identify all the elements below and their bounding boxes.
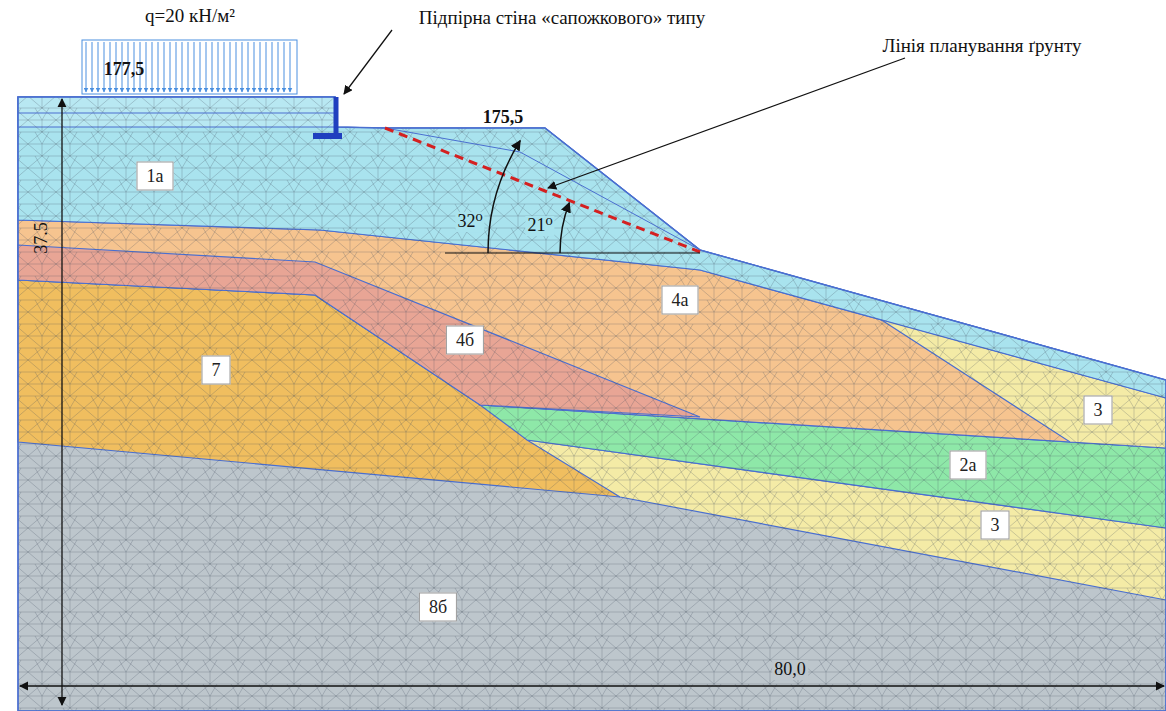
soil-code: 3 — [991, 515, 1000, 535]
planning-line — [385, 128, 700, 252]
soil-label-box: 2а — [950, 451, 987, 480]
angle-value: 21⁰ — [525, 216, 554, 236]
load-arrow — [254, 42, 255, 92]
soil-label-box: 4б — [446, 326, 484, 355]
soil-code: 3 — [1094, 400, 1103, 420]
load-arrow — [224, 42, 225, 92]
dimension-line — [61, 99, 62, 705]
load-arrow — [152, 42, 153, 92]
load-arrow — [290, 42, 291, 92]
elevation: 177,5 — [104, 60, 145, 80]
angle-arc — [488, 141, 520, 253]
soil-code: 1а — [147, 166, 164, 186]
soil-label-box: 4а — [662, 286, 699, 315]
callout-text: Лінія планування ґрунту — [883, 36, 1082, 57]
dimension-line — [20, 685, 1164, 686]
angle-base-line — [445, 253, 700, 254]
load-arrow — [86, 42, 87, 92]
load-arrow — [92, 42, 93, 92]
dimension-value: 80,0 — [772, 660, 808, 680]
load-arrow — [284, 42, 285, 92]
load-arrow — [182, 42, 183, 92]
soil-label-box: 3 — [1084, 396, 1113, 425]
load-arrow — [194, 42, 195, 92]
soil-code: 8б — [429, 597, 447, 617]
load-arrow — [98, 42, 99, 92]
soil-label-box: 7 — [202, 356, 231, 385]
elevation: 175,5 — [483, 108, 524, 128]
load-arrow — [176, 42, 177, 92]
load-arrow — [272, 42, 273, 92]
soil-code: 2а — [960, 455, 977, 475]
load-area — [82, 40, 297, 94]
angle-value: 32⁰ — [455, 212, 484, 232]
load-arrow — [236, 42, 237, 92]
leader-line — [344, 30, 392, 94]
load-arrow — [164, 42, 165, 92]
soil-code: 4а — [672, 290, 689, 310]
retaining-wall-base — [313, 133, 342, 139]
leader-line — [548, 58, 905, 188]
retaining-wall — [334, 97, 339, 136]
soil-code: 7 — [212, 360, 221, 380]
soil-label-box: 8б — [419, 593, 457, 622]
load-arrow — [242, 42, 243, 92]
load-arrow — [206, 42, 207, 92]
load-arrow — [146, 42, 147, 92]
load-arrow — [260, 42, 261, 92]
load-arrow — [158, 42, 159, 92]
load-arrow — [218, 42, 219, 92]
load-arrow — [278, 42, 279, 92]
angle-arc — [560, 203, 569, 253]
soil-code: 4б — [456, 330, 474, 350]
domain-outline — [18, 97, 1166, 711]
load-value: q=20 кН/м² — [145, 6, 235, 27]
load-arrow — [248, 42, 249, 92]
load-arrow — [188, 42, 189, 92]
load-arrow — [200, 42, 201, 92]
callout-text: Підпірна стіна «сапожкового» типу — [419, 8, 705, 29]
layer-line — [18, 113, 335, 114]
soil-label-box: 1а — [137, 162, 174, 191]
dimension-value: 37.5 — [32, 222, 52, 254]
load-arrow — [170, 42, 171, 92]
load-arrow — [212, 42, 213, 92]
soil-label-box: 3 — [981, 511, 1010, 540]
load-arrow — [266, 42, 267, 92]
load-arrow — [230, 42, 231, 92]
